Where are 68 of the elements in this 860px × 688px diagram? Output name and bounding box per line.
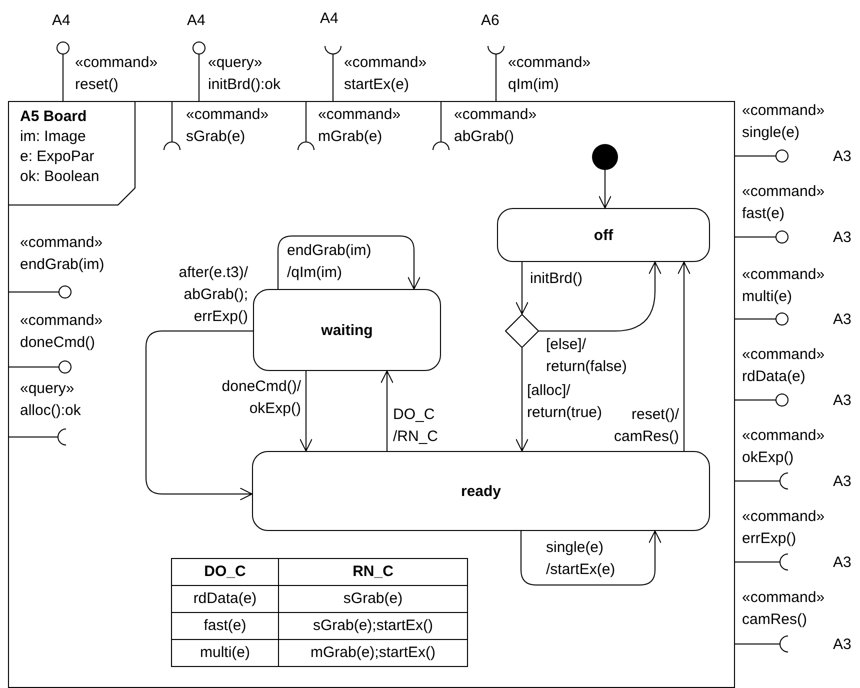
state-box <box>252 451 710 531</box>
frame-name: A5 Board <box>20 107 88 127</box>
edge-label: DO_C /RN_C <box>393 405 438 447</box>
edge-label: [else]/ return(false) <box>546 335 627 377</box>
interface-label: «command» doneCmd() <box>20 311 103 353</box>
table-cell: mGrab(e);startEx() <box>278 640 468 666</box>
interface-label: «command» okExp() <box>742 426 825 468</box>
state-name: off <box>594 226 614 244</box>
transition-arrow <box>146 330 254 500</box>
table-cell: sGrab(e);startEx() <box>278 612 468 640</box>
state-name: waiting <box>321 322 373 338</box>
table-header: DO_C <box>172 558 278 586</box>
port-label: A3 <box>833 635 852 655</box>
port-label: A3 <box>833 391 852 411</box>
interface-label: «command» camRes() <box>742 588 825 630</box>
table-cell: rdData(e) <box>172 586 278 612</box>
state-box <box>253 289 441 371</box>
interface-label: «command» errExp() <box>742 507 825 549</box>
table-cell: sGrab(e) <box>278 586 468 612</box>
interface-label: «command» startEx(e) <box>344 53 427 95</box>
transition-arrow <box>538 262 662 332</box>
transition-arrow <box>516 262 528 314</box>
edge-label: [alloc]/ return(true) <box>527 381 602 423</box>
edge-label: initBrd() <box>530 269 583 289</box>
transition-arrow <box>678 262 690 452</box>
edge-label: single(e) /startEx(e) <box>546 538 616 580</box>
transition-arrow <box>300 370 312 452</box>
interface-label: «command» single(e) <box>742 101 825 143</box>
interface-label: «command» rdData(e) <box>742 345 825 387</box>
interface-label: «command» multi(e) <box>742 265 825 307</box>
table-cell: fast(e) <box>172 612 278 640</box>
attribute-text: im: Image <box>20 127 87 147</box>
interface-label: «query» initBrd():ok <box>208 53 281 95</box>
interface-label: «command» qIm(im) <box>508 53 591 95</box>
port-label: A3 <box>833 228 852 248</box>
transition-arrow <box>598 170 612 208</box>
port-label: A4 <box>187 11 206 31</box>
interface-label: «command» sGrab(e) <box>186 105 269 147</box>
choice-diamond <box>505 314 539 348</box>
interface-label: «command» reset() <box>75 53 158 95</box>
table-cell: multi(e) <box>172 640 278 666</box>
port-label: A6 <box>481 11 500 31</box>
attribute-text: ok: Boolean <box>20 167 100 187</box>
interface-label: «command» fast(e) <box>742 182 825 224</box>
port-label: A4 <box>320 9 338 29</box>
edge-label: after(e.t3)/ abGrab(); errExp() <box>178 263 248 327</box>
transition-arrow <box>380 370 394 452</box>
interface-label: «command» abGrab() <box>454 105 537 147</box>
component-frame <box>8 101 735 688</box>
initial-state-dot <box>592 144 618 170</box>
port-label: A3 <box>833 310 852 330</box>
port-label: A3 <box>833 472 852 492</box>
state-name: ready <box>460 482 502 500</box>
port-label: A4 <box>52 11 70 31</box>
state-box <box>497 208 710 262</box>
edge-label: endGrab(im) /qIm(im) <box>287 241 372 283</box>
table-header: RN_C <box>278 558 468 586</box>
attribute-text: e: ExpoPar <box>20 147 96 167</box>
transition-arrow <box>278 236 420 290</box>
port-label: A3 <box>833 147 852 167</box>
transition-arrow <box>516 348 528 452</box>
interface-label: «command» endGrab(im) <box>20 233 104 275</box>
interface-label: «command» mGrab(e) <box>318 105 401 147</box>
edge-label: reset()/ camRes() <box>614 405 679 447</box>
edge-label: doneCmd()/ okExp() <box>222 377 301 419</box>
port-label: A3 <box>833 553 852 573</box>
interface-label: «query» alloc():ok <box>20 379 81 421</box>
transition-arrow <box>520 530 662 586</box>
